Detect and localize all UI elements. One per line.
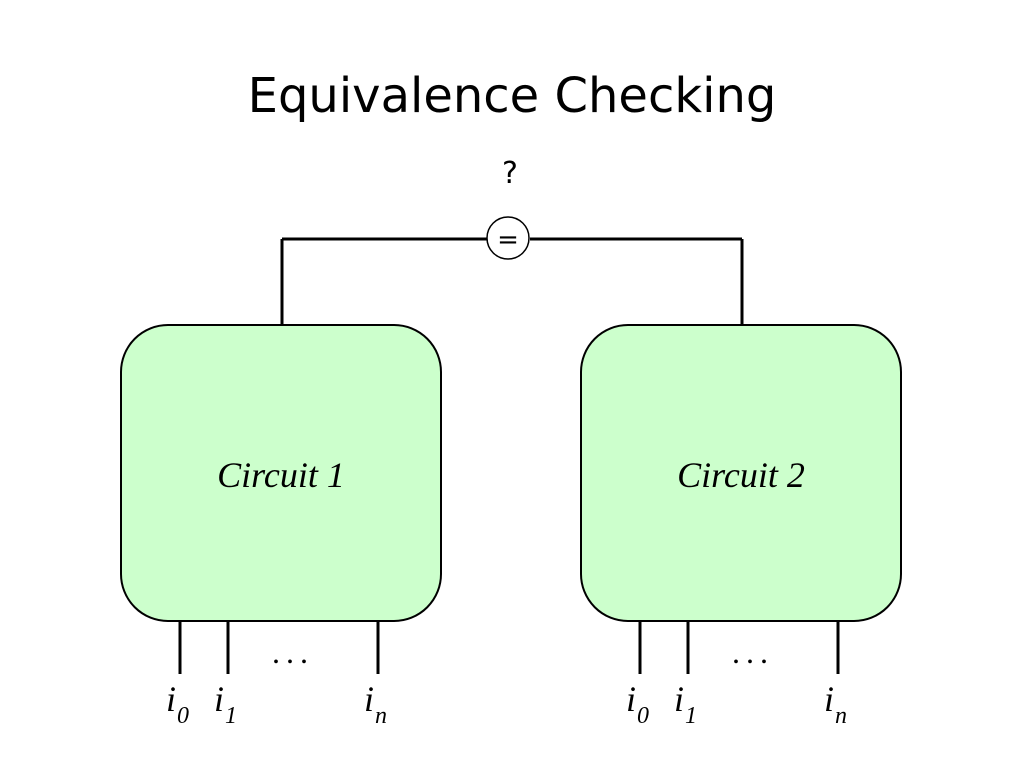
circuit-2-input-ellipsis: ... xyxy=(732,634,774,670)
circuit-2-label: Circuit 2 xyxy=(677,455,805,495)
circuit-1-input-label-n: in xyxy=(364,679,388,729)
circuit-1-box: Circuit 1 xyxy=(120,324,442,622)
circuit-2-input-label-0: i0 xyxy=(626,679,650,729)
circuit-1-input-label-0: i0 xyxy=(166,679,190,729)
equality-symbol: = xyxy=(497,225,519,255)
circuit-2-box: Circuit 2 xyxy=(580,324,902,622)
equivalence-question-mark: ? xyxy=(502,156,518,191)
circuit-2-input-label-n: in xyxy=(824,679,848,729)
slide-title: Equivalence Checking xyxy=(247,68,777,124)
circuit-1-label: Circuit 1 xyxy=(217,455,345,495)
circuit-1-input-ellipsis: ... xyxy=(272,634,314,670)
equality-comparator xyxy=(486,216,530,260)
circuit-1-input-label-1: i1 xyxy=(214,679,238,729)
circuit-2-input-label-1: i1 xyxy=(674,679,698,729)
